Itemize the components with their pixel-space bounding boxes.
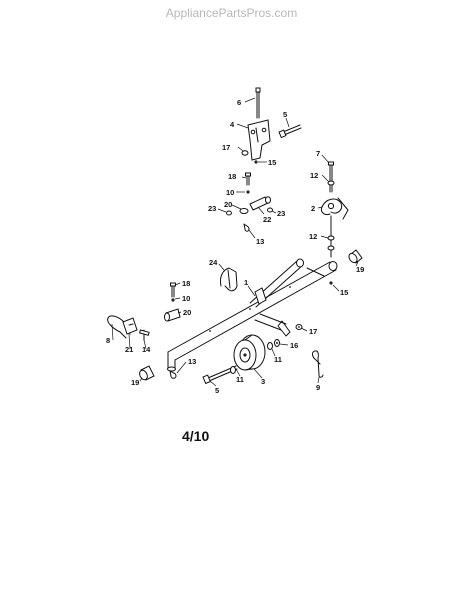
callout-5: 5 bbox=[215, 386, 219, 395]
callout-24: 24 bbox=[209, 258, 218, 267]
watermark: AppliancePartsPros.com bbox=[165, 6, 298, 20]
hitch-bracket bbox=[247, 119, 271, 161]
upper-nut-washer bbox=[241, 150, 258, 164]
callout-13: 13 bbox=[188, 357, 196, 366]
callout-1: 1 bbox=[244, 278, 248, 287]
callout-10: 10 bbox=[182, 294, 190, 303]
callout-15: 15 bbox=[340, 288, 348, 297]
callout-3: 3 bbox=[261, 377, 265, 386]
handle-left bbox=[107, 315, 150, 341]
callout-9: 9 bbox=[316, 383, 320, 392]
horizontal-bolt-5 bbox=[278, 124, 302, 139]
callout-17: 17 bbox=[309, 327, 317, 336]
callout-12: 12 bbox=[309, 232, 317, 241]
pin-assembly-left bbox=[164, 282, 181, 322]
leader-lines bbox=[111, 97, 359, 387]
wheel bbox=[233, 334, 266, 371]
callout-13: 13 bbox=[256, 237, 264, 246]
callout-5: 5 bbox=[283, 110, 287, 119]
callout-22: 22 bbox=[263, 215, 271, 224]
callout-23: 23 bbox=[208, 204, 216, 213]
callout-11: 11 bbox=[236, 375, 244, 384]
callout-14: 14 bbox=[142, 345, 151, 354]
bushing-right bbox=[348, 249, 363, 264]
callout-4: 4 bbox=[230, 120, 235, 129]
page-label: 4/10 bbox=[182, 428, 210, 444]
callout-18: 18 bbox=[182, 279, 190, 288]
callout-11: 11 bbox=[274, 355, 282, 364]
callout-12: 12 bbox=[310, 171, 318, 180]
callout-17: 17 bbox=[222, 143, 230, 152]
vertical-bolt-6 bbox=[255, 87, 261, 119]
wheel-bolt bbox=[202, 365, 238, 385]
callout-10: 10 bbox=[226, 188, 234, 197]
nut-17-lower bbox=[295, 324, 303, 330]
spring-hitch bbox=[321, 161, 349, 285]
axle-frame bbox=[167, 258, 338, 372]
wheel-hardware-right bbox=[267, 339, 280, 350]
callout-labels: 6 4 5 17 15 7 12 18 10 20 23 23 22 2 13 … bbox=[106, 98, 364, 395]
callout-16: 16 bbox=[290, 341, 298, 350]
hook-9 bbox=[312, 350, 324, 378]
callout-20: 20 bbox=[224, 200, 232, 209]
callout-20: 20 bbox=[183, 308, 191, 317]
callout-18: 18 bbox=[228, 172, 236, 181]
cotter-pin-lower bbox=[169, 370, 177, 379]
clip-24 bbox=[220, 267, 238, 292]
callout-15: 15 bbox=[268, 158, 276, 167]
callout-8: 8 bbox=[106, 336, 110, 345]
callout-6: 6 bbox=[237, 98, 241, 107]
pin-assembly-upper bbox=[226, 172, 273, 232]
callout-19: 19 bbox=[356, 265, 364, 274]
bushing-left bbox=[139, 365, 155, 381]
callout-7: 7 bbox=[316, 149, 320, 158]
callout-19: 19 bbox=[131, 378, 139, 387]
callout-21: 21 bbox=[125, 345, 133, 354]
callout-2: 2 bbox=[311, 204, 315, 213]
callout-23: 23 bbox=[277, 209, 285, 218]
